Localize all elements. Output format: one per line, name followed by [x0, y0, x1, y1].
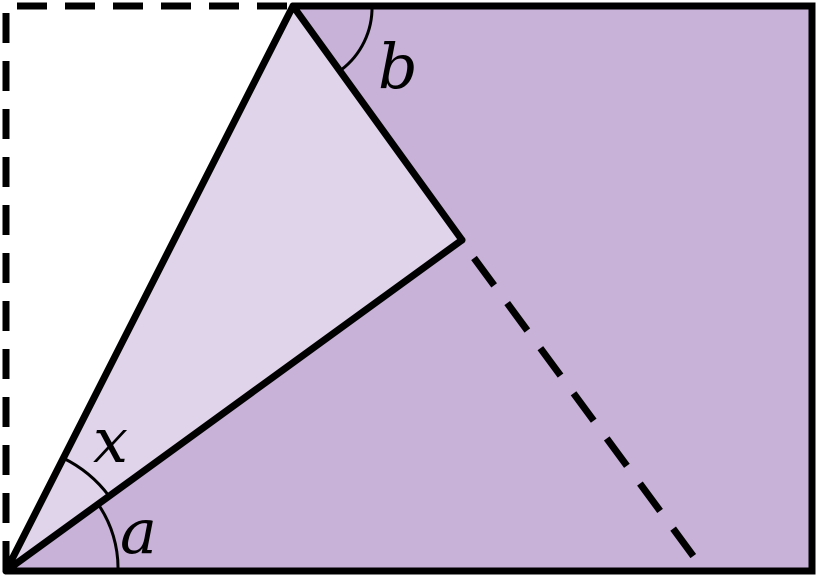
angle-a-label: a [120, 495, 157, 568]
folded-flap [6, 6, 462, 571]
flap-edge-top [289, 2, 466, 244]
dashed-extension [471, 255, 697, 560]
flap-edge-bottom [2, 236, 466, 575]
angle-a-arc [96, 503, 120, 572]
fold-line [2, 2, 297, 575]
angle-x-label: x [93, 404, 128, 477]
angle-x-arc [62, 456, 111, 497]
paper-region [6, 6, 812, 571]
angle-b-arc [340, 5, 374, 72]
rectangle-edge [6, 2, 816, 575]
angle-b-label: b [378, 30, 418, 103]
